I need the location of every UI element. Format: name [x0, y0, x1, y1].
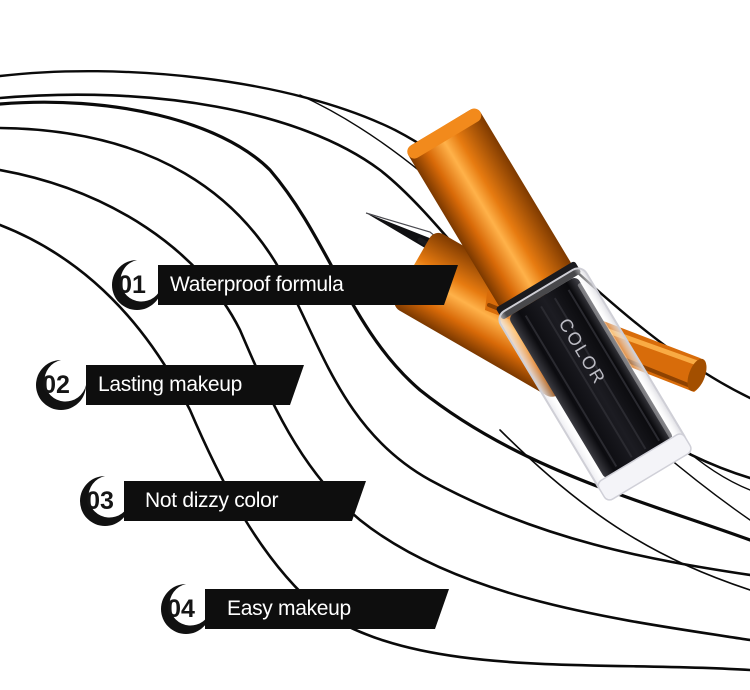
feature-number: 01: [118, 271, 146, 299]
feature-label: Lasting makeup: [98, 373, 243, 396]
feature-number: 02: [42, 371, 70, 399]
crescent-icon: [36, 360, 86, 410]
eyeliner-bottle: COLOR: [407, 108, 692, 501]
feature-label-bar: [158, 265, 458, 305]
crescent-icon: [112, 260, 162, 310]
feature-label: Easy makeup: [227, 597, 351, 620]
crescent-icon: [80, 476, 130, 526]
crescent-icon: [161, 584, 211, 634]
feature-label-bar: [124, 481, 366, 521]
feature-number: 03: [86, 487, 114, 515]
feature-label: Waterproof formula: [170, 273, 344, 296]
feature-number: 04: [167, 595, 195, 623]
feature-label: Not dizzy color: [145, 489, 279, 512]
feature-label-bar: [86, 365, 304, 405]
feature-label-bar: [205, 589, 449, 629]
